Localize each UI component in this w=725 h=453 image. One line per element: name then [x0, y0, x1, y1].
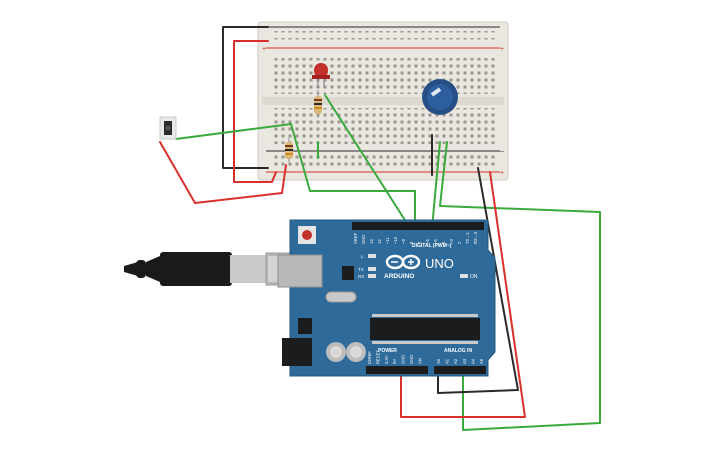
pin-label: RESET	[375, 350, 380, 364]
power-label: POWER	[378, 348, 397, 354]
pin-label: ~9	[401, 239, 406, 244]
crystal	[325, 291, 357, 303]
wire-green-pot-analog[interactable]	[439, 141, 601, 431]
analog-header[interactable]	[434, 366, 486, 374]
pushbutton-icon[interactable]	[159, 116, 177, 140]
l-led	[368, 254, 376, 258]
pin-label: AREF	[353, 232, 358, 244]
pin-label: 7	[417, 241, 422, 244]
pin-label: A2	[453, 358, 458, 364]
pin-label: A5	[479, 358, 484, 364]
wire-black-left[interactable]	[222, 26, 269, 169]
arduino-logo-icon	[385, 254, 421, 270]
rail-plus-label: +	[262, 46, 266, 53]
pin-label: A1	[445, 358, 450, 364]
led-icon[interactable]	[312, 63, 330, 88]
wire-red-left[interactable]	[233, 40, 277, 183]
resistor-icon[interactable]	[314, 90, 322, 118]
atmega-chip	[370, 318, 480, 340]
rx-led	[368, 274, 376, 278]
arduino-model: UNO	[425, 256, 454, 271]
pin-label: 5V	[392, 359, 397, 364]
breadboard: − + + − +	[257, 21, 509, 181]
on-label: ON	[470, 274, 478, 280]
wire-green-led[interactable]	[324, 94, 411, 229]
reset-button-cap[interactable]	[302, 230, 312, 240]
pin-label: 12	[377, 239, 382, 244]
wire-black-right[interactable]	[437, 167, 519, 394]
rail-plus-label-right: +	[500, 46, 504, 53]
pin-label: GND	[401, 355, 406, 364]
resistor-icon-2[interactable]	[285, 138, 293, 162]
potentiometer-icon[interactable]	[422, 79, 458, 115]
pin-label: 2	[457, 241, 462, 244]
digital-header[interactable]	[352, 222, 484, 230]
pin-label: A3	[462, 358, 467, 364]
power-header[interactable]	[366, 366, 428, 374]
pin-label: ~6	[425, 239, 430, 244]
pin-label: GND	[409, 355, 414, 364]
wire-red-button[interactable]	[159, 141, 287, 204]
wire-green-pot-digital[interactable]	[431, 141, 441, 229]
pin-label: ~10	[393, 236, 398, 244]
pin-label: 8	[409, 241, 414, 244]
tx-label: TX	[358, 267, 364, 272]
pin-label: GND	[361, 235, 366, 244]
wire-red-right[interactable]	[400, 171, 526, 418]
rail-plus-label-bottom: +	[500, 170, 504, 177]
pin-label: ~11	[385, 237, 390, 244]
pin-label: 4	[441, 241, 446, 244]
pin-label: IOREF	[367, 351, 372, 364]
on-led	[460, 274, 468, 278]
analog-label: ANALOG IN	[444, 348, 472, 354]
pin-label: RX←0	[473, 231, 478, 244]
pin-label: ~3	[449, 239, 454, 244]
pin-label: A0	[436, 358, 441, 364]
voltage-regulator	[298, 318, 312, 334]
usb-chip	[342, 266, 354, 280]
rail-minus-label-bottom: −	[500, 149, 504, 156]
pin-label: TX→1	[465, 231, 470, 244]
power-jack	[282, 338, 312, 366]
digital-label: DIGITAL (PWM~)	[412, 243, 452, 249]
l-label: L	[361, 254, 364, 259]
pin-label: 3.3V	[384, 355, 389, 364]
wires	[159, 26, 601, 431]
rx-label: RX	[358, 274, 364, 279]
wire-green-button[interactable]	[175, 123, 416, 231]
pin-label: 13	[369, 239, 374, 244]
usb-port	[277, 254, 323, 288]
pin-label: A4	[470, 358, 475, 364]
arduino-board: ARDUINO UNO DIGITAL (PWM~) POWER ANALOG …	[277, 219, 496, 377]
pin-label: ~5	[433, 239, 438, 244]
tx-led	[368, 267, 376, 271]
rail-minus-label: −	[262, 25, 266, 32]
arduino-brand: ARDUINO	[384, 273, 414, 280]
pin-label: Vin	[417, 357, 422, 364]
